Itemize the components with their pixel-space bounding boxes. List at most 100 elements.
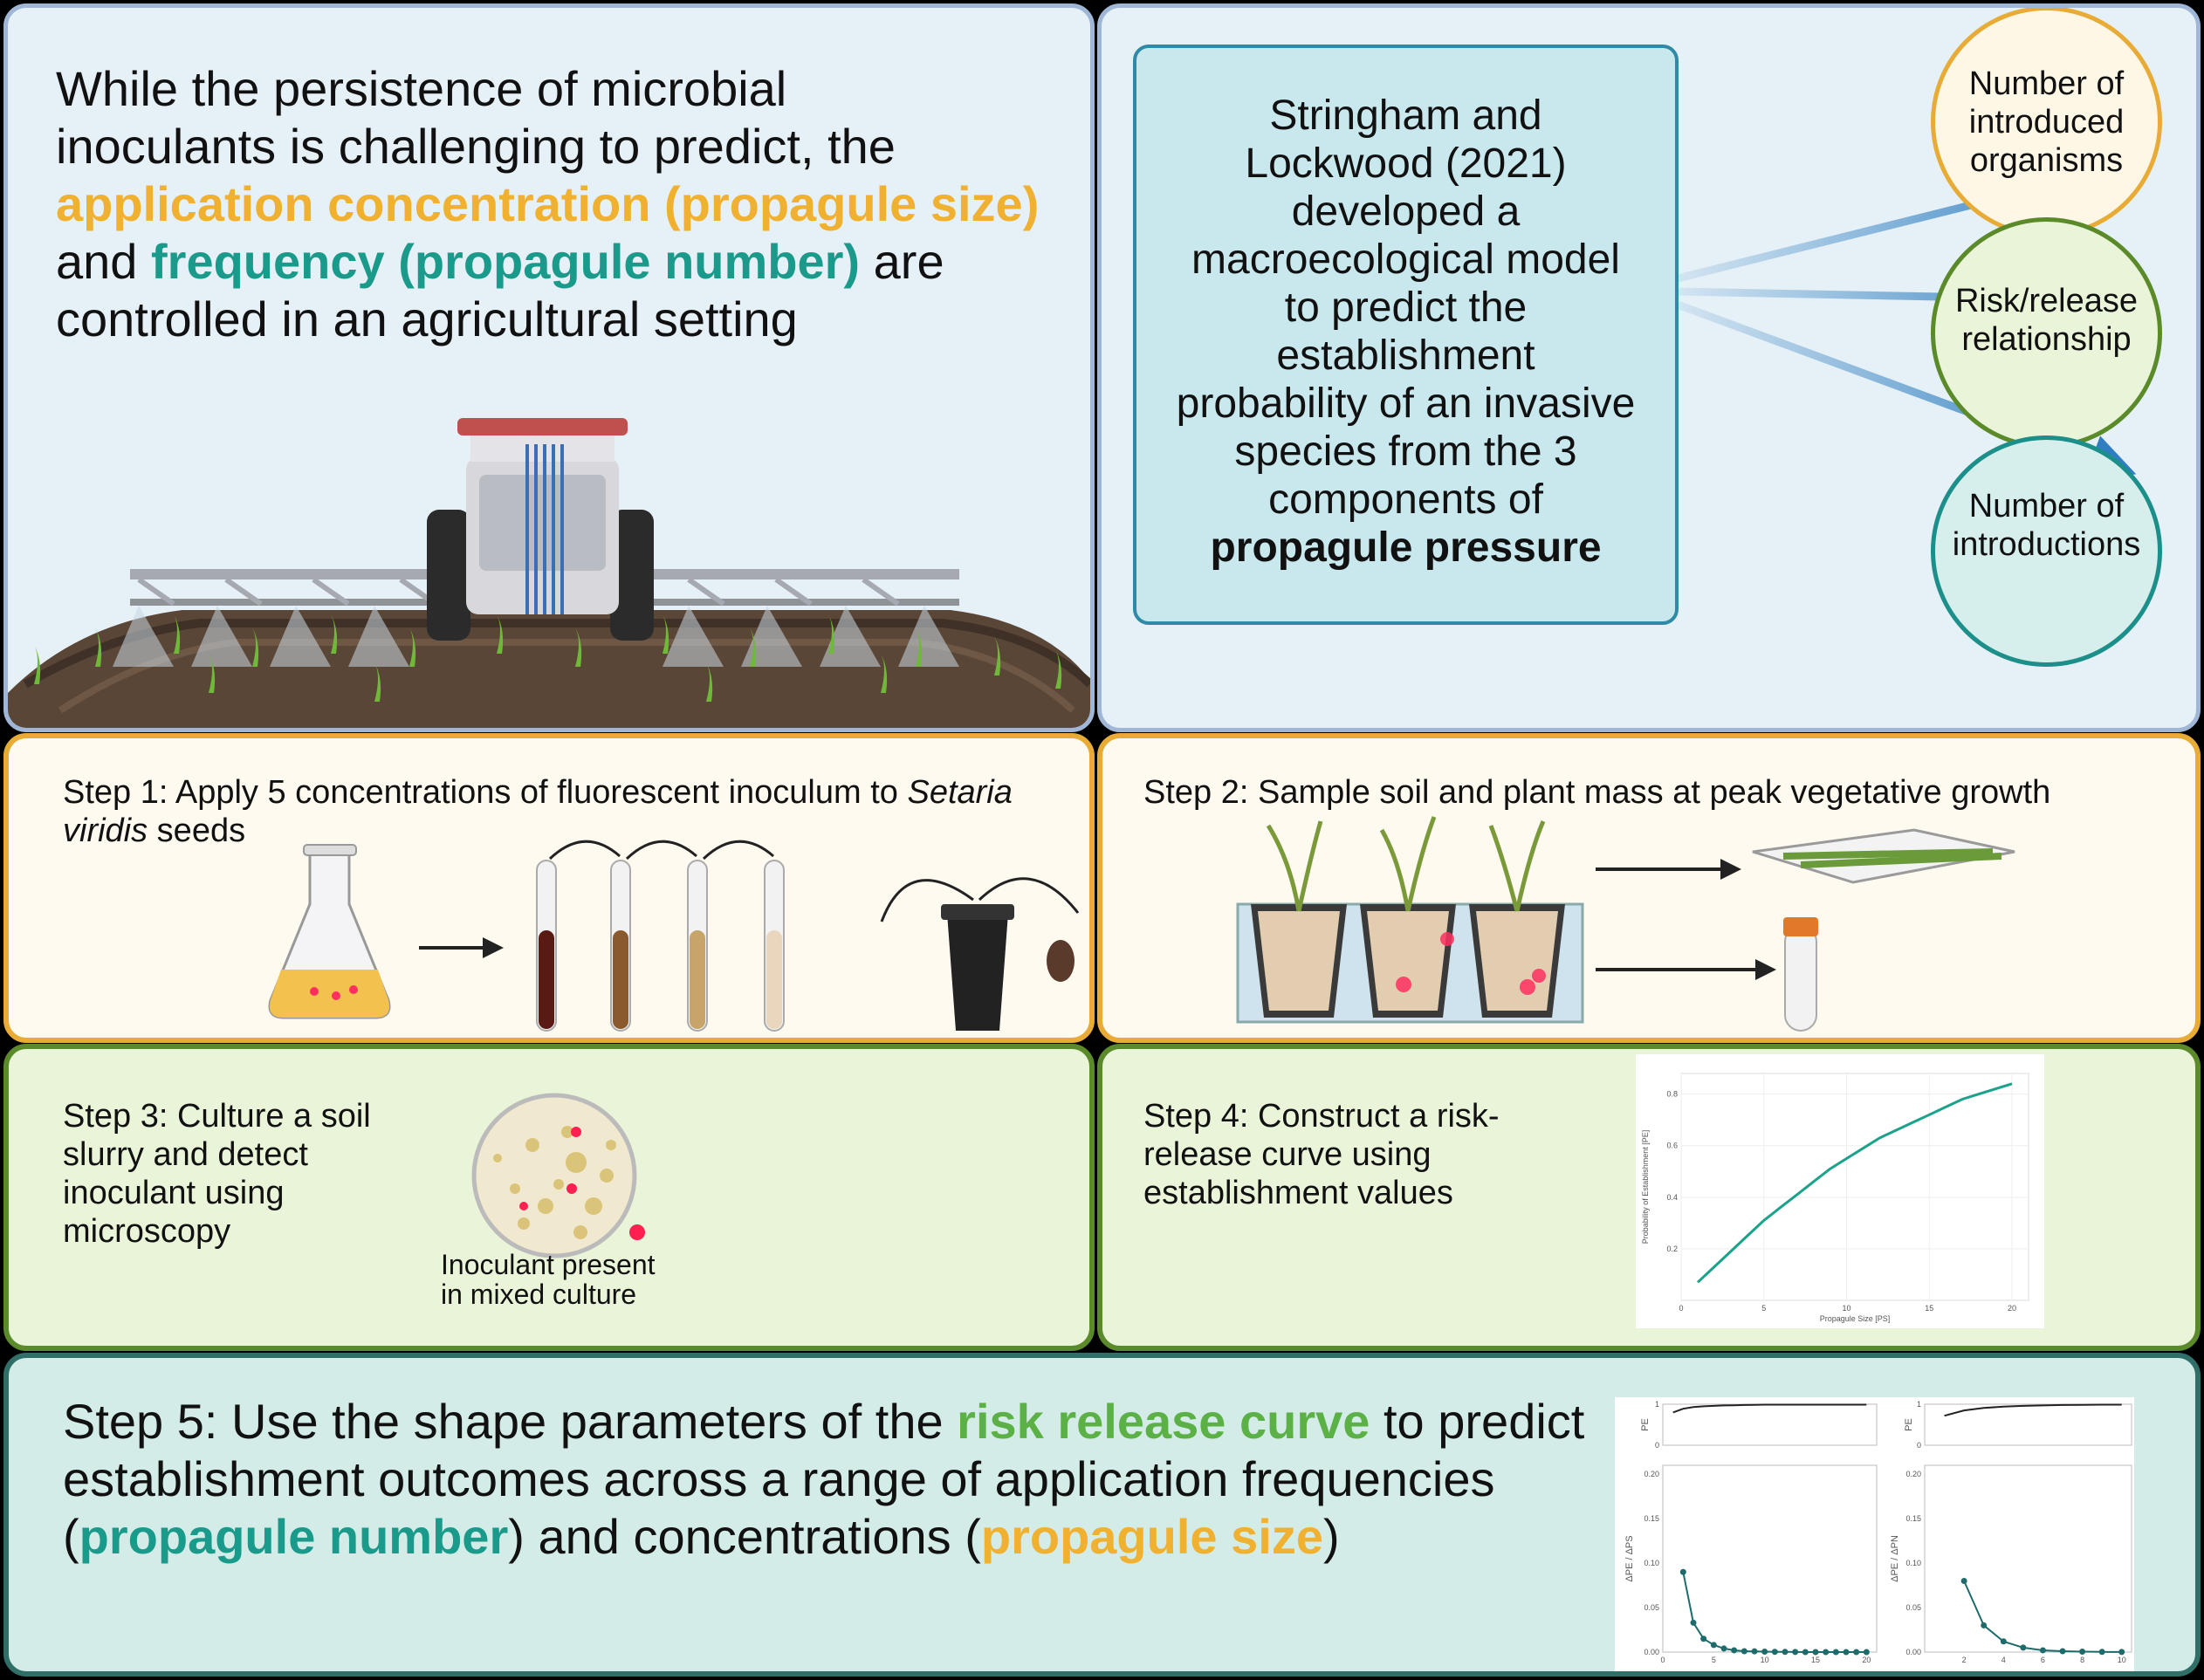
data-point bbox=[1710, 1642, 1717, 1649]
step5-part1: Step 5: Use the shape parameters of the bbox=[63, 1394, 958, 1449]
circle-1-line-1: Number of bbox=[1968, 65, 2125, 102]
model-line-5: to predict the bbox=[1284, 285, 1528, 331]
x-tick-label: 20 bbox=[2008, 1304, 2016, 1313]
y-tick-label: 0.20 bbox=[1905, 1470, 1921, 1478]
step1-text: Step 1: Apply 5 concentrations of fluore… bbox=[63, 773, 1075, 850]
step5-part3: ) and concentrations ( bbox=[508, 1509, 981, 1564]
x-tick-label: 8 bbox=[2080, 1656, 2084, 1664]
intro-line-5: controlled in an agricultural setting bbox=[56, 291, 798, 346]
y-tick-label: 0 bbox=[1917, 1441, 1921, 1450]
petri-dish-icon bbox=[471, 1093, 645, 1258]
tractor-sprayer-illustration bbox=[8, 418, 1090, 728]
dilution-tubes bbox=[536, 840, 785, 1032]
data-point bbox=[1832, 1649, 1839, 1656]
propagule-size-highlight: application concentration (propagule siz… bbox=[56, 176, 1040, 231]
y-tick-label: 0.20 bbox=[1644, 1470, 1659, 1478]
y-tick-label: 0.05 bbox=[1644, 1603, 1659, 1612]
x-tick-label: 5 bbox=[1712, 1656, 1716, 1664]
step5-panel: Step 5: Use the shape parameters of the … bbox=[3, 1353, 2201, 1677]
data-point bbox=[2059, 1648, 2066, 1655]
step5-text: Step 5: Use the shape parameters of the … bbox=[63, 1393, 1634, 1566]
intro-line-1: While the persistence of microbial bbox=[56, 61, 787, 116]
data-point bbox=[1960, 1577, 1967, 1584]
model-line-6: establishment bbox=[1276, 333, 1535, 379]
plot-area bbox=[1924, 1464, 2132, 1653]
y-axis-label: ΔPE / ΔPN bbox=[1890, 1535, 1900, 1582]
intro-are: are bbox=[873, 234, 944, 289]
data-point bbox=[2000, 1638, 2007, 1645]
plot-area bbox=[1680, 1073, 2029, 1301]
y-tick-label: 0.00 bbox=[1644, 1648, 1659, 1656]
propagule-number-highlight-2: propagule number bbox=[79, 1509, 509, 1564]
model-line-2: Lockwood (2021) bbox=[1245, 141, 1567, 187]
x-tick-label: 2 bbox=[1962, 1656, 1967, 1664]
data-point bbox=[1863, 1649, 1870, 1656]
data-point bbox=[2039, 1647, 2046, 1654]
step1-panel: Step 1: Apply 5 concentrations of fluore… bbox=[3, 733, 1095, 1043]
data-point bbox=[1782, 1649, 1789, 1656]
step3-panel: Step 3: Culture a soil slurry and detect… bbox=[3, 1044, 1095, 1351]
y-tick-label: 0.10 bbox=[1644, 1559, 1659, 1567]
data-point bbox=[1761, 1648, 1768, 1655]
x-tick-label: 15 bbox=[1925, 1304, 1933, 1313]
step1-illustration bbox=[268, 840, 1080, 1032]
x-axis-label: Propagule Size [PS] bbox=[1820, 1314, 1891, 1323]
y-tick-label: 0.15 bbox=[1905, 1514, 1921, 1523]
step1-italic-setaria: Setaria bbox=[907, 774, 1013, 811]
data-point bbox=[2098, 1649, 2105, 1656]
y-tick-label: 0.8 bbox=[1666, 1090, 1678, 1099]
step5-paren-close: ) bbox=[1322, 1509, 1340, 1564]
series-line bbox=[1672, 1403, 1867, 1414]
y-tick-label: 0.4 bbox=[1666, 1193, 1678, 1202]
y-tick-label: 0.15 bbox=[1644, 1514, 1659, 1523]
propagule-size-highlight-2: propagule size bbox=[980, 1509, 1323, 1564]
y-tick-label: 0.05 bbox=[1905, 1603, 1921, 1612]
step3-caption: Inoculant present in mixed culture bbox=[441, 1250, 685, 1309]
model-line-3: developed a bbox=[1291, 189, 1521, 235]
model-line-4: macroecological model bbox=[1191, 237, 1620, 283]
step2-illustration bbox=[1236, 816, 2015, 1032]
x-tick-label: 0 bbox=[1679, 1304, 1683, 1313]
y-tick-label: 1 bbox=[1917, 1400, 1921, 1409]
y-tick-label: 0.00 bbox=[1905, 1648, 1921, 1656]
step4-line-3: establishment values bbox=[1143, 1175, 1453, 1211]
x-tick-label: 0 bbox=[1660, 1656, 1665, 1664]
y-axis-label: PE bbox=[1640, 1418, 1651, 1431]
data-point bbox=[1802, 1649, 1809, 1656]
step3-line-3: inoculant using bbox=[63, 1175, 285, 1211]
data-point bbox=[1751, 1648, 1758, 1655]
data-point bbox=[1720, 1645, 1727, 1652]
data-point bbox=[1981, 1622, 1988, 1629]
x-tick-label: 5 bbox=[1761, 1304, 1766, 1313]
y-axis-label: PE bbox=[1904, 1418, 1914, 1431]
step1-main: Step 1: Apply 5 concentrations of fluore… bbox=[63, 774, 908, 811]
step3-line-4: microscopy bbox=[63, 1213, 231, 1250]
y-axis-label: ΔPE / ΔPS bbox=[1624, 1535, 1635, 1581]
data-point bbox=[1700, 1635, 1707, 1642]
data-point bbox=[1792, 1649, 1799, 1656]
pot-icon bbox=[880, 877, 1080, 1031]
data-point bbox=[1843, 1649, 1850, 1656]
circle-3-line-1: Number of bbox=[1968, 487, 2125, 525]
x-tick-label: 10 bbox=[1843, 1304, 1851, 1313]
step5-paren-open: ( bbox=[63, 1509, 79, 1564]
step2-text: Step 2: Sample soil and plant mass at pe… bbox=[1143, 774, 2051, 811]
circle-1-line-2: introduced bbox=[1968, 103, 2125, 141]
pe-number-chart: 1 0 PE bbox=[1904, 1400, 2132, 1450]
y-tick-label: 0.6 bbox=[1666, 1142, 1678, 1150]
circle-3-line-2: introductions bbox=[1952, 525, 2141, 563]
top-left-panel: While the persistence of microbial inocu… bbox=[3, 3, 1095, 732]
model-bold-line: propagule pressure bbox=[1210, 525, 1602, 571]
data-point bbox=[1741, 1648, 1747, 1655]
top-right-panel: Stringham and Lockwood (2021) developed … bbox=[1097, 3, 2201, 732]
circle-1-line-3: organisms bbox=[1969, 141, 2124, 179]
model-line-9: components of bbox=[1268, 477, 1543, 523]
step4-line-1: Step 4: Construct a risk- bbox=[1143, 1098, 1500, 1135]
data-point bbox=[1679, 1568, 1686, 1575]
caption-line-1: Inoculant present bbox=[441, 1249, 656, 1280]
